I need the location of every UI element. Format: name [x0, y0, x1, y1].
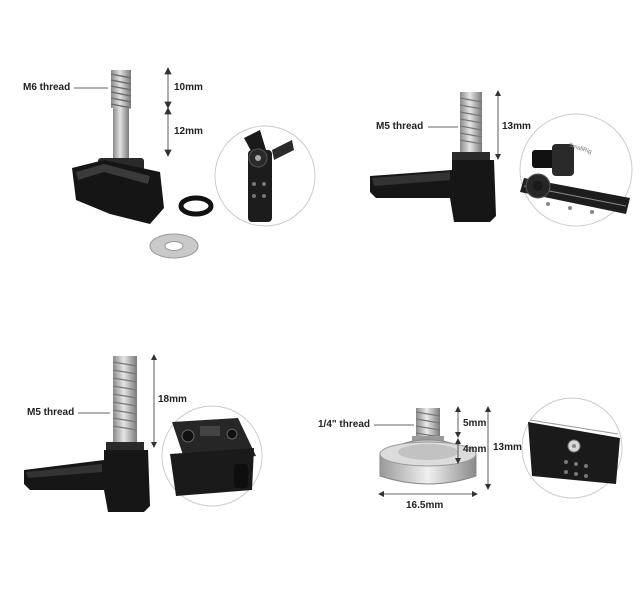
quarter-inch-thread-label: 1/4" thread [318, 419, 370, 430]
m6-dimension-lines [164, 67, 172, 157]
m6-screw-illustration [72, 67, 316, 259]
m5-13mm-usage-inset [519, 113, 633, 227]
flat-washer [149, 233, 199, 259]
quarter-inch-screw-illustration [374, 397, 623, 499]
m6-thread-shaft [110, 70, 132, 160]
m5-18mm-usage-inset [161, 405, 263, 507]
quarter-inch-top-dimension: 5mm [463, 418, 487, 429]
panel-quarter-inch-screw: 1/4" thread 5mm 4mm 13mm 16.5mm [318, 380, 640, 540]
panel-m6-thumb-screw: M6 thread 10mm 12mm [0, 0, 320, 260]
quarter-inch-total-dimension: 13mm [493, 442, 522, 453]
m6-wing-knob [72, 158, 164, 224]
m5-13mm-thread-shaft [459, 92, 483, 152]
m5-13mm-thread-label: M5 thread [376, 121, 424, 132]
quarter-inch-diameter-dimension: 16.5mm [406, 500, 444, 511]
panel-m5-l-screw-18mm: M5 thread 18mm [0, 330, 320, 530]
quarter-inch-screw-head [379, 439, 477, 485]
quarter-inch-mid-dimension: 4mm [463, 444, 487, 455]
m5-18mm-l-lever [24, 442, 150, 512]
m5-18mm-thread-label: M5 thread [27, 407, 75, 418]
m6-thread-label: M6 thread [23, 82, 71, 93]
quarter-inch-usage-inset [521, 397, 623, 499]
m5-18mm-dimension: 18mm [158, 394, 187, 405]
quarter-inch-dimension-lines [378, 406, 491, 497]
o-ring [178, 195, 214, 217]
m5-18mm-thread-shaft [112, 356, 138, 444]
panel-m5-l-screw-13mm: M5 thread 13mm SmallRig [320, 0, 640, 260]
m5-13mm-dimension: 13mm [502, 121, 531, 132]
m5-18mm-screw-illustration [24, 354, 263, 512]
m5-18mm-dimension-line [151, 354, 157, 448]
m6-usage-inset [214, 125, 316, 227]
m5-13mm-dimension-line [495, 90, 501, 160]
m5-13mm-l-lever [370, 152, 496, 222]
m6-top-dimension: 10mm [174, 82, 203, 93]
m6-bottom-dimension: 12mm [174, 126, 203, 137]
m5-13mm-screw-illustration [370, 90, 633, 227]
